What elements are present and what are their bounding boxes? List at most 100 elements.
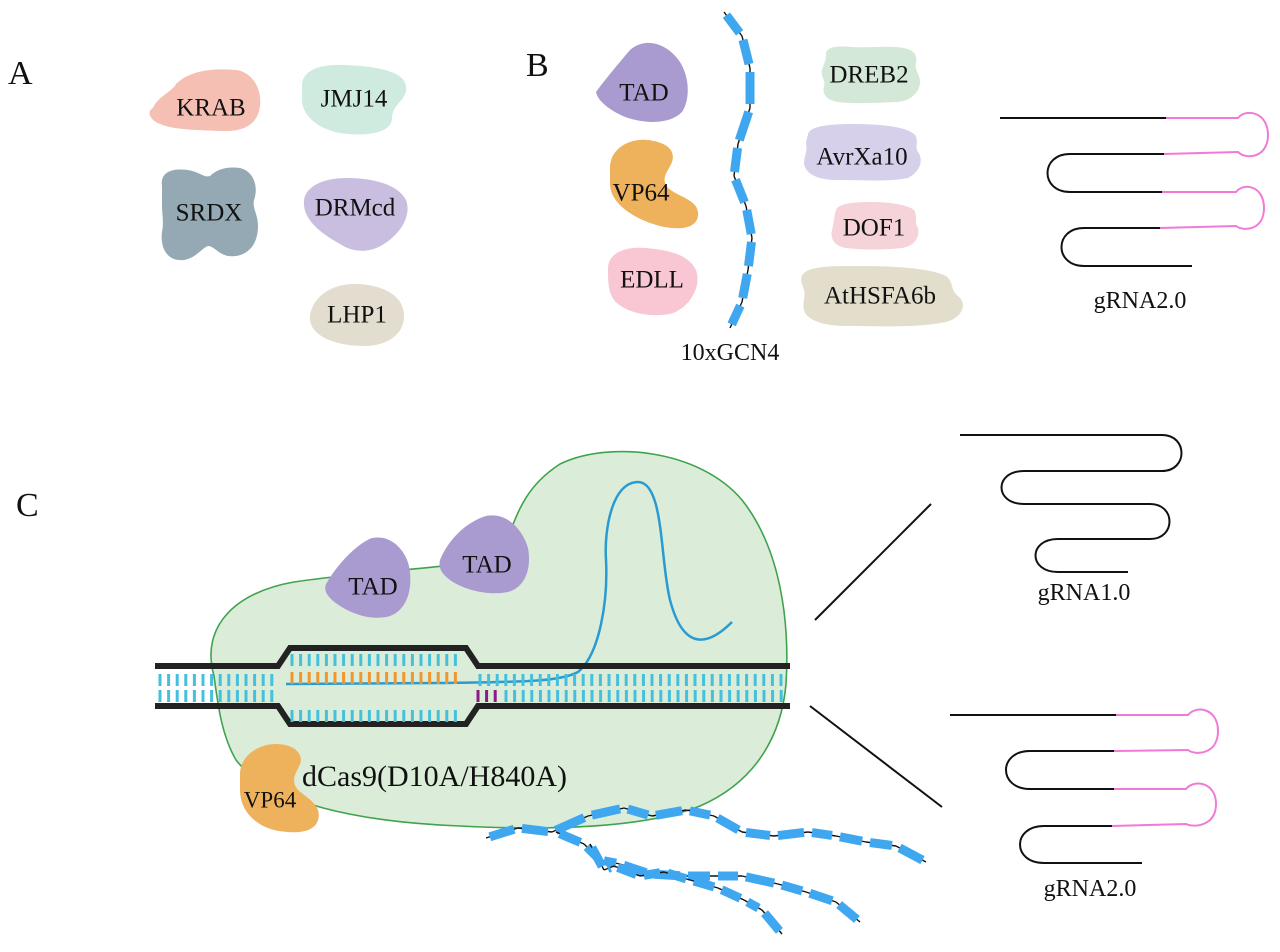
gcn4-repeat <box>742 209 756 235</box>
suntag-1-repeat <box>897 843 925 865</box>
suntag-2-repeat <box>836 901 860 923</box>
gcn4-repeat <box>744 241 756 267</box>
fused-vp64: VP64 <box>240 744 319 833</box>
krab-shape <box>149 69 261 132</box>
drmcd-shape <box>303 178 408 251</box>
domain-srdx: SRDX <box>161 167 258 261</box>
tad-label: TAD <box>619 80 668 107</box>
jmj14-label: JMJ14 <box>321 86 388 113</box>
tad-2-shape <box>439 515 530 594</box>
tad-2-label: TAD <box>462 552 511 579</box>
drmcd-label: DRMcd <box>315 195 396 222</box>
suntag-1-repeat <box>521 823 549 837</box>
suntag-1-repeat <box>590 804 622 820</box>
suntag-3-repeat <box>761 910 783 934</box>
vp64-label: VP64 <box>613 180 670 207</box>
suntag-2-repeat <box>557 829 583 847</box>
dreb2-shape <box>821 46 920 104</box>
gcn4-repeat <box>727 303 745 327</box>
suntag-1-repeat <box>715 814 741 834</box>
vp64-c-label: VP64 <box>244 788 297 813</box>
tad-1-label: TAD <box>348 574 397 601</box>
domain-drmcd: DRMcd <box>303 178 408 251</box>
suntag-3-repeat <box>616 863 638 879</box>
dcas9-label: dCas9(D10A/H840A) <box>302 760 567 793</box>
grna1: gRNA1.0 <box>960 434 1183 606</box>
suntag-1-repeat <box>745 828 771 840</box>
suntag-3-repeat <box>606 863 612 873</box>
gcn4-repeat <box>738 273 752 299</box>
krab-label: KRAB <box>176 95 245 122</box>
gcn4-scaffold <box>722 11 756 329</box>
grna2-bottom-backbone <box>950 714 1142 864</box>
suntag-1-repeat <box>869 838 893 850</box>
activator-edll: EDLL <box>608 247 698 316</box>
domain-jmj14: JMJ14 <box>302 64 407 135</box>
jmj14-shape <box>302 64 407 135</box>
activator-athsfa6b: AtHSFA6b <box>801 266 963 327</box>
panel-b-label: B <box>526 47 549 84</box>
suntag-2-repeat <box>603 856 617 868</box>
panel-a: A KRAB JMJ14 SRDX DRMcd LHP1 <box>8 55 408 346</box>
domain-krab: KRAB <box>149 69 261 132</box>
tad-shape <box>596 42 688 122</box>
tad-1-shape <box>325 537 411 618</box>
fused-tad-1: TAD <box>325 537 411 618</box>
vp64-c-shape <box>240 744 319 833</box>
suntag-3-repeat <box>745 898 761 912</box>
suntag-3-repeat <box>692 876 716 892</box>
activator-dreb2: DREB2 <box>821 46 920 104</box>
panel-c: C TAD TAD VP64 dCas9(D10A/H840A) <box>16 434 1220 935</box>
gcn4-repeat <box>738 38 754 66</box>
gcn4-repeat <box>722 12 744 36</box>
srdx-label: SRDX <box>176 200 243 227</box>
panel-b: B TAD VP64 EDLL 10xGCN4 DREB2 AvrXa10 DO… <box>526 11 1270 366</box>
edll-label: EDLL <box>620 267 684 294</box>
avrxa10-shape <box>804 124 921 181</box>
fused-tad-2: TAD <box>439 515 530 594</box>
grna2-top-aptamers <box>1159 111 1270 230</box>
grna2-top: gRNA2.0 <box>1000 111 1270 314</box>
suntag-chains <box>485 804 927 935</box>
grna2-bottom-label: gRNA2.0 <box>1044 876 1137 902</box>
suntag-1-repeat <box>777 827 805 841</box>
dna-bottom-strand <box>155 703 790 727</box>
suntag-1-repeat <box>811 828 833 840</box>
suntag-1-repeat <box>688 806 712 820</box>
suntag-2-repeat <box>808 888 834 906</box>
suntag-3-repeat <box>666 868 688 884</box>
suntag-3-repeat <box>643 868 661 880</box>
dna-top-strand <box>155 645 790 669</box>
grna2-bottom-aptamers <box>1111 708 1220 827</box>
panel-a-label: A <box>8 55 33 92</box>
edll-shape <box>608 247 698 316</box>
athsfa6b-label: AtHSFA6b <box>824 283 936 310</box>
athsfa6b-shape <box>801 266 963 327</box>
suntag-1-repeat <box>626 804 650 820</box>
suntag-1-repeat <box>655 806 683 820</box>
gcn4-label: 10xGCN4 <box>681 340 780 366</box>
lhp1-shape <box>309 284 404 346</box>
dreb2-label: DREB2 <box>829 62 908 89</box>
activator-dof1: DOF1 <box>831 202 919 250</box>
connector-line-lower <box>809 705 943 808</box>
vp64-shape <box>610 139 699 229</box>
srdx-shape <box>161 167 258 261</box>
grna2-bottom: gRNA2.0 <box>950 708 1220 902</box>
grna1-label: gRNA1.0 <box>1038 580 1131 606</box>
gcn4-repeat <box>730 147 742 173</box>
gcn4-repeat <box>731 178 749 204</box>
activator-vp64: VP64 <box>610 139 699 229</box>
dof1-label: DOF1 <box>843 215 906 242</box>
target-dna <box>155 645 790 727</box>
suntag-1-repeat <box>488 824 516 842</box>
activator-tad: TAD <box>596 42 688 122</box>
suntag-3-repeat <box>587 845 607 869</box>
lhp1-label: LHP1 <box>327 302 387 329</box>
suntag-3-repeat <box>719 885 743 903</box>
suntag-1-repeat <box>553 813 587 835</box>
suntag-1-repeat <box>839 832 863 846</box>
suntag-2-repeat <box>744 872 776 888</box>
avrxa10-label: AvrXa10 <box>816 144 907 171</box>
